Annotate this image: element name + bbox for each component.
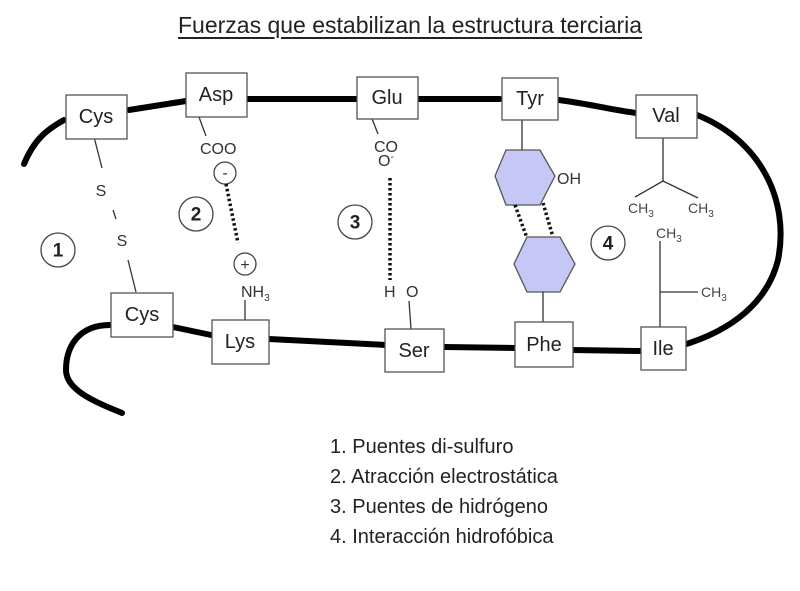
sulfur-atom-1: S [96,183,107,200]
phe-aromatic-ring [513,236,576,293]
residue-tyr: Tyr [501,77,559,121]
svg-text:4: 4 [603,234,614,255]
backbone-bottom-left-tail [62,322,125,416]
residue-label: Cys [79,106,113,128]
residue-asp: Asp [185,72,248,118]
pi-stacking-2 [541,202,555,238]
val-branch [634,180,699,199]
marker-3: 3 [337,204,373,240]
legend-item-hydrophobic: 4. Interacción hidrofóbica [330,526,554,548]
positive-charge-circle [233,252,257,276]
asp-bond [198,116,207,137]
ser-hydrogen: H [384,284,396,301]
glu-carbonyl: CO [374,139,398,156]
val-methyl-1: CH3 [628,200,654,220]
asp-carboxyl: COO [200,141,236,158]
residue-cys-bottom: Cys [110,292,174,338]
tyr-hydroxyl: OH [557,171,581,188]
residue-cys-top: Cys [65,94,128,140]
residue-label: Ser [398,340,429,362]
residue-lys: Lys [211,319,270,365]
residue-label: Cys [125,304,159,326]
ser-bond [408,300,412,330]
ile-methyl-side: CH3 [701,284,727,304]
residue-label: Ile [652,338,673,360]
ile-methyl-top: CH3 [656,225,682,245]
glu-oxygen: O- [378,152,394,170]
cys-bottom-bond [127,259,137,293]
residue-label: Asp [199,84,233,106]
legend-item-hydrogen-bond: 3. Puentes de hidrógeno [330,496,548,518]
svg-text:2: 2 [191,205,202,226]
backbone-top [126,96,784,349]
cys-top-bond [93,136,103,169]
svg-text:3: 3 [350,213,361,234]
residue-label: Lys [225,331,255,353]
marker-4: 4 [590,225,626,261]
sulfur-atom-2: S [117,233,128,250]
residue-label: Phe [526,334,562,356]
legend-item-electrostatic: 2. Atracción electrostática [330,466,558,488]
disulfide-bond [112,209,117,220]
marker-1: 1 [40,232,76,268]
residue-ile: Ile [640,326,687,371]
svg-text:1: 1 [53,241,64,262]
residue-phe: Phe [514,321,574,368]
negative-charge-circle [213,161,237,185]
backbone-top-left-tail [21,117,67,167]
backbone-bottom [170,324,643,354]
marker-2: 2 [178,196,214,232]
negative-charge: - [222,165,227,182]
residue-label: Tyr [516,88,544,110]
residue-glu: Glu [356,76,419,120]
ser-oxygen: O [406,284,418,301]
electrostatic-interaction [224,183,240,244]
positive-charge: + [240,257,249,274]
residue-ser: Ser [384,328,445,373]
residue-label: Glu [371,87,402,109]
legend-item-disulfide: 1. Puentes di-sulfuro [330,436,514,458]
legend: 1. Puentes di-sulfuro 2. Atracción elect… [330,432,558,552]
lys-amine: NH3 [241,284,270,304]
residue-label: Val [652,105,679,127]
val-methyl-2: CH3 [688,200,714,220]
diagram-title: Fuerzas que estabilizan la estructura te… [178,12,643,38]
tyr-aromatic-ring [494,149,556,206]
residue-val: Val [635,94,698,139]
pi-stacking-1 [513,204,529,239]
